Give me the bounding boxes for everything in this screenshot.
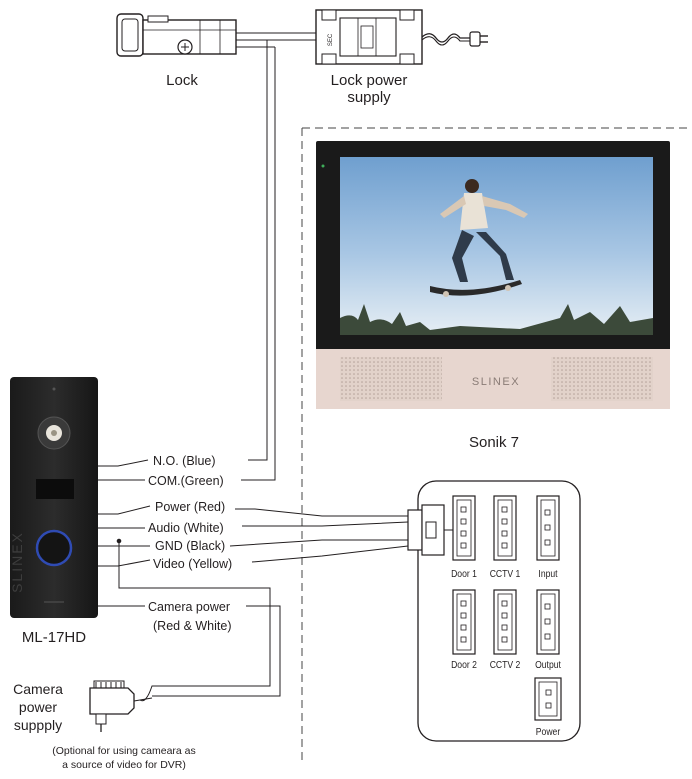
wire-label-campower-1: Camera power	[148, 600, 230, 614]
connector-label-cctv2: CCTV 2	[490, 659, 521, 671]
connector-cctv1	[493, 495, 517, 561]
outdoor-panel-label: ML-17HD	[22, 629, 86, 646]
lock-power-supply: SEC	[315, 9, 488, 65]
wire-label-gnd: GND (Black)	[155, 539, 225, 553]
monitor-label: Sonik 7	[469, 434, 519, 451]
wire-label-video: Video (Yellow)	[153, 557, 232, 571]
connector-label-input: Input	[538, 568, 557, 580]
lock	[116, 13, 237, 57]
lock-wiring	[236, 32, 316, 481]
connector-door1	[452, 495, 476, 561]
optional-note-line1: (Optional for using cameara as	[52, 745, 196, 757]
skateboarder-image	[430, 179, 528, 297]
bus-wires	[229, 504, 458, 563]
connector-power	[534, 677, 562, 721]
wire-label-no: N.O. (Blue)	[153, 454, 216, 468]
wire-label-campower-2: (Red & White)	[153, 619, 232, 633]
camera-psu-label-line3: suppply	[14, 717, 62, 733]
panel-brand-logo: SLINEX	[9, 531, 25, 593]
connector-label-door2: Door 2	[451, 659, 477, 671]
speaker-grille-right	[551, 357, 653, 401]
connector-door2	[452, 589, 476, 655]
camera-power-supply	[89, 680, 153, 732]
connector-output	[536, 589, 560, 655]
connector-label-output: Output	[535, 659, 561, 671]
wire-label-audio: Audio (White)	[148, 521, 224, 535]
outdoor-panel-ml-17hd: SLINEX	[9, 377, 98, 618]
connector-cctv2	[493, 589, 517, 655]
camera-psu-label-line1: Camera	[13, 681, 63, 697]
connector-input	[536, 495, 560, 561]
connector-label-door1: Door 1	[451, 568, 477, 580]
lock-label: Lock	[166, 72, 198, 89]
monitor-enclosure-border	[301, 127, 688, 765]
monitor-brand-logo: SLINEX	[472, 376, 520, 388]
connector-label-cctv1: CCTV 1	[490, 568, 521, 580]
psu-sec-label: SEC	[328, 33, 334, 46]
call-button	[35, 529, 73, 567]
lock-psu-label-line2: supply	[347, 89, 391, 106]
wire-label-power: Power (Red)	[155, 500, 225, 514]
speaker-grille-left	[340, 357, 442, 401]
panel-wires	[98, 459, 281, 702]
monitor-sonik-7: SLINEX	[316, 141, 670, 409]
camera-psu-label-line2: power	[19, 699, 57, 715]
wire-label-com: COM.(Green)	[148, 474, 224, 488]
plug-icon	[469, 31, 481, 47]
lock-psu-label-line1: Lock power	[331, 72, 408, 89]
optional-note-line2: a source of video for DVR)	[62, 759, 186, 771]
connector-label-power: Power	[536, 726, 561, 738]
